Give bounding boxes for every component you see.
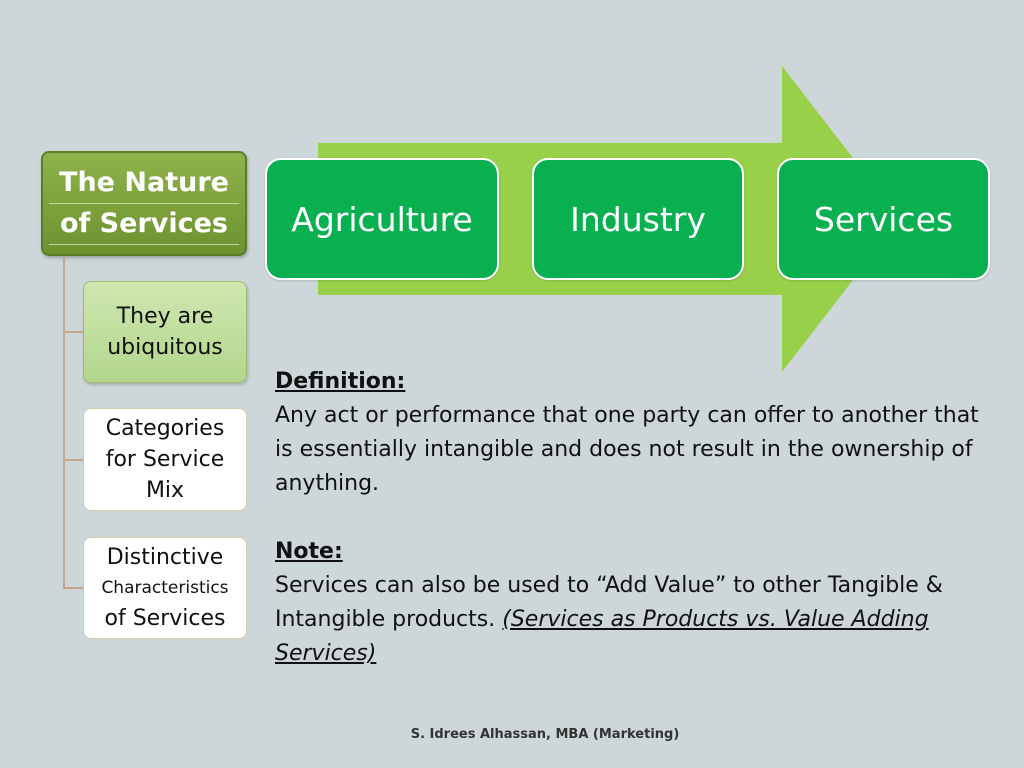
note-heading: Note:	[275, 539, 343, 564]
topic-ubiquitous: They are ubiquitous	[83, 281, 247, 383]
tree-branch	[63, 587, 83, 589]
topic-line: Characteristics	[101, 578, 229, 598]
tree-branch	[63, 331, 83, 333]
topic-line: ubiquitous	[107, 335, 223, 360]
note-body: Services can also be used to “Add Value”…	[275, 569, 995, 671]
stage-industry: Industry	[532, 158, 744, 280]
stage-agriculture: Agriculture	[265, 158, 499, 280]
footer-credit: S. Idrees Alhassan, MBA (Marketing)	[410, 727, 680, 742]
slide-title: The Nature of Services	[41, 151, 247, 256]
note-italic: (Services as Products vs. Value Adding S…	[275, 607, 929, 666]
topic-characteristics: Distinctive Characteristics of Services	[83, 537, 247, 639]
title-line-2: of Services	[49, 204, 239, 245]
topic-line: of Services	[104, 606, 226, 631]
topic-line: Mix	[145, 478, 185, 503]
topic-line: They are	[116, 304, 214, 329]
definition-block: Definition: Any act or performance that …	[275, 365, 995, 501]
topic-categories: Categories for Service Mix	[83, 408, 247, 511]
stage-label: Services	[813, 199, 954, 239]
stage-services: Services	[777, 158, 990, 280]
title-line-1: The Nature	[49, 163, 239, 204]
tree-branch	[63, 459, 83, 461]
stage-label: Agriculture	[291, 199, 473, 239]
topic-line: Distinctive	[106, 545, 224, 570]
tree-trunk	[63, 256, 65, 589]
note-block: Note: Services can also be used to “Add …	[275, 535, 995, 671]
topic-line: Categories	[105, 416, 225, 441]
definition-body: Any act or performance that one party ca…	[275, 403, 979, 496]
topic-line: for Service	[105, 447, 225, 472]
definition-heading: Definition:	[275, 369, 406, 394]
stage-label: Industry	[570, 199, 706, 239]
note-text: Services can also be used to “Add Value”…	[275, 573, 943, 632]
